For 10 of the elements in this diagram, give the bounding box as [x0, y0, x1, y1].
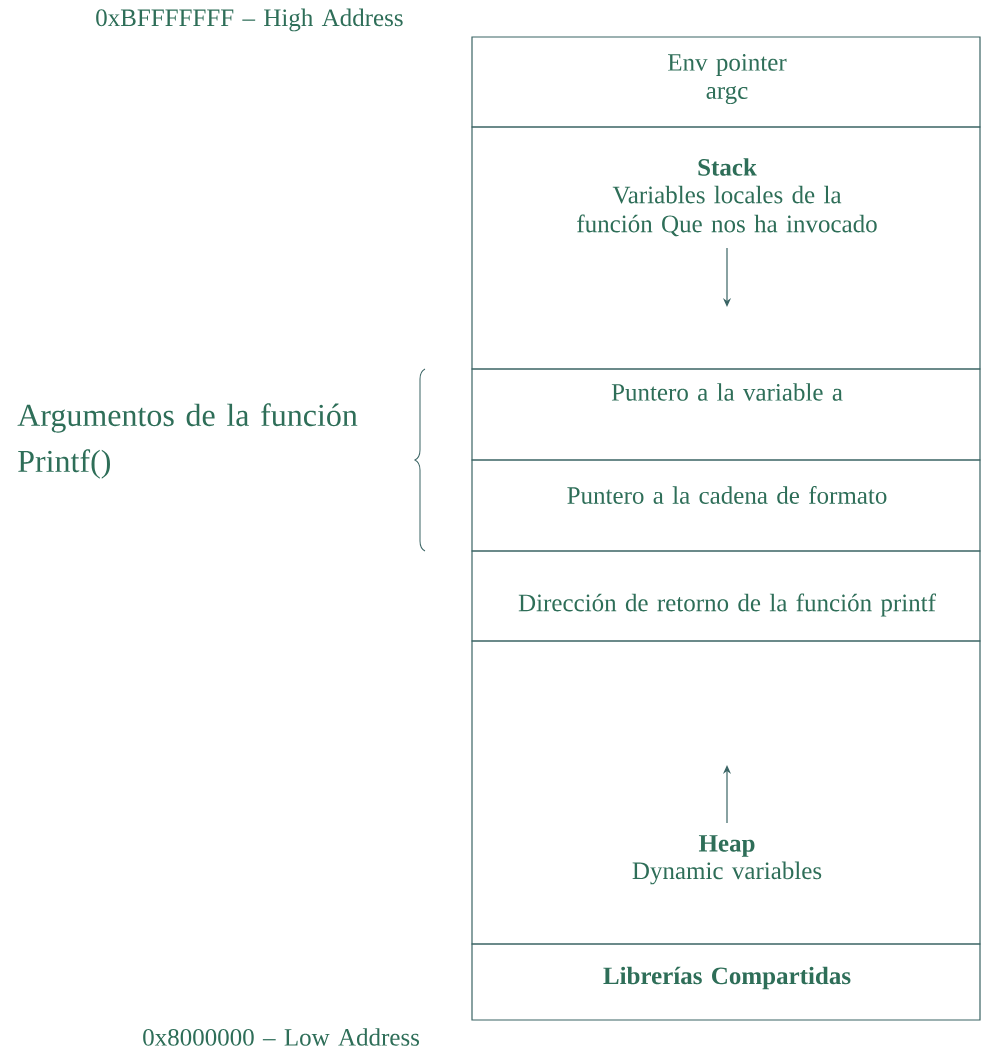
- address-label: 0xBFFFFFFF – High Address: [96, 8, 403, 32]
- address-label: 0x8000000 – Low Address: [143, 1028, 420, 1046]
- address-label: Argumentos de la función Printf(): [17, 403, 358, 479]
- memory-segment: Librerías Compartidas: [471, 943, 981, 1021]
- memory-segment: Heap Dynamic variables: [471, 640, 981, 945]
- memory-segment: Env pointer argc: [471, 36, 981, 128]
- memory-segment: Puntero a la variable a: [471, 368, 981, 461]
- memory-segment: Dirección de retorno de la función printf: [471, 550, 981, 642]
- memory-segment: Stack Variables locales de la función Que nos ha invocado: [471, 126, 981, 370]
- memory-segment: Puntero a la cadena de formato: [471, 459, 981, 552]
